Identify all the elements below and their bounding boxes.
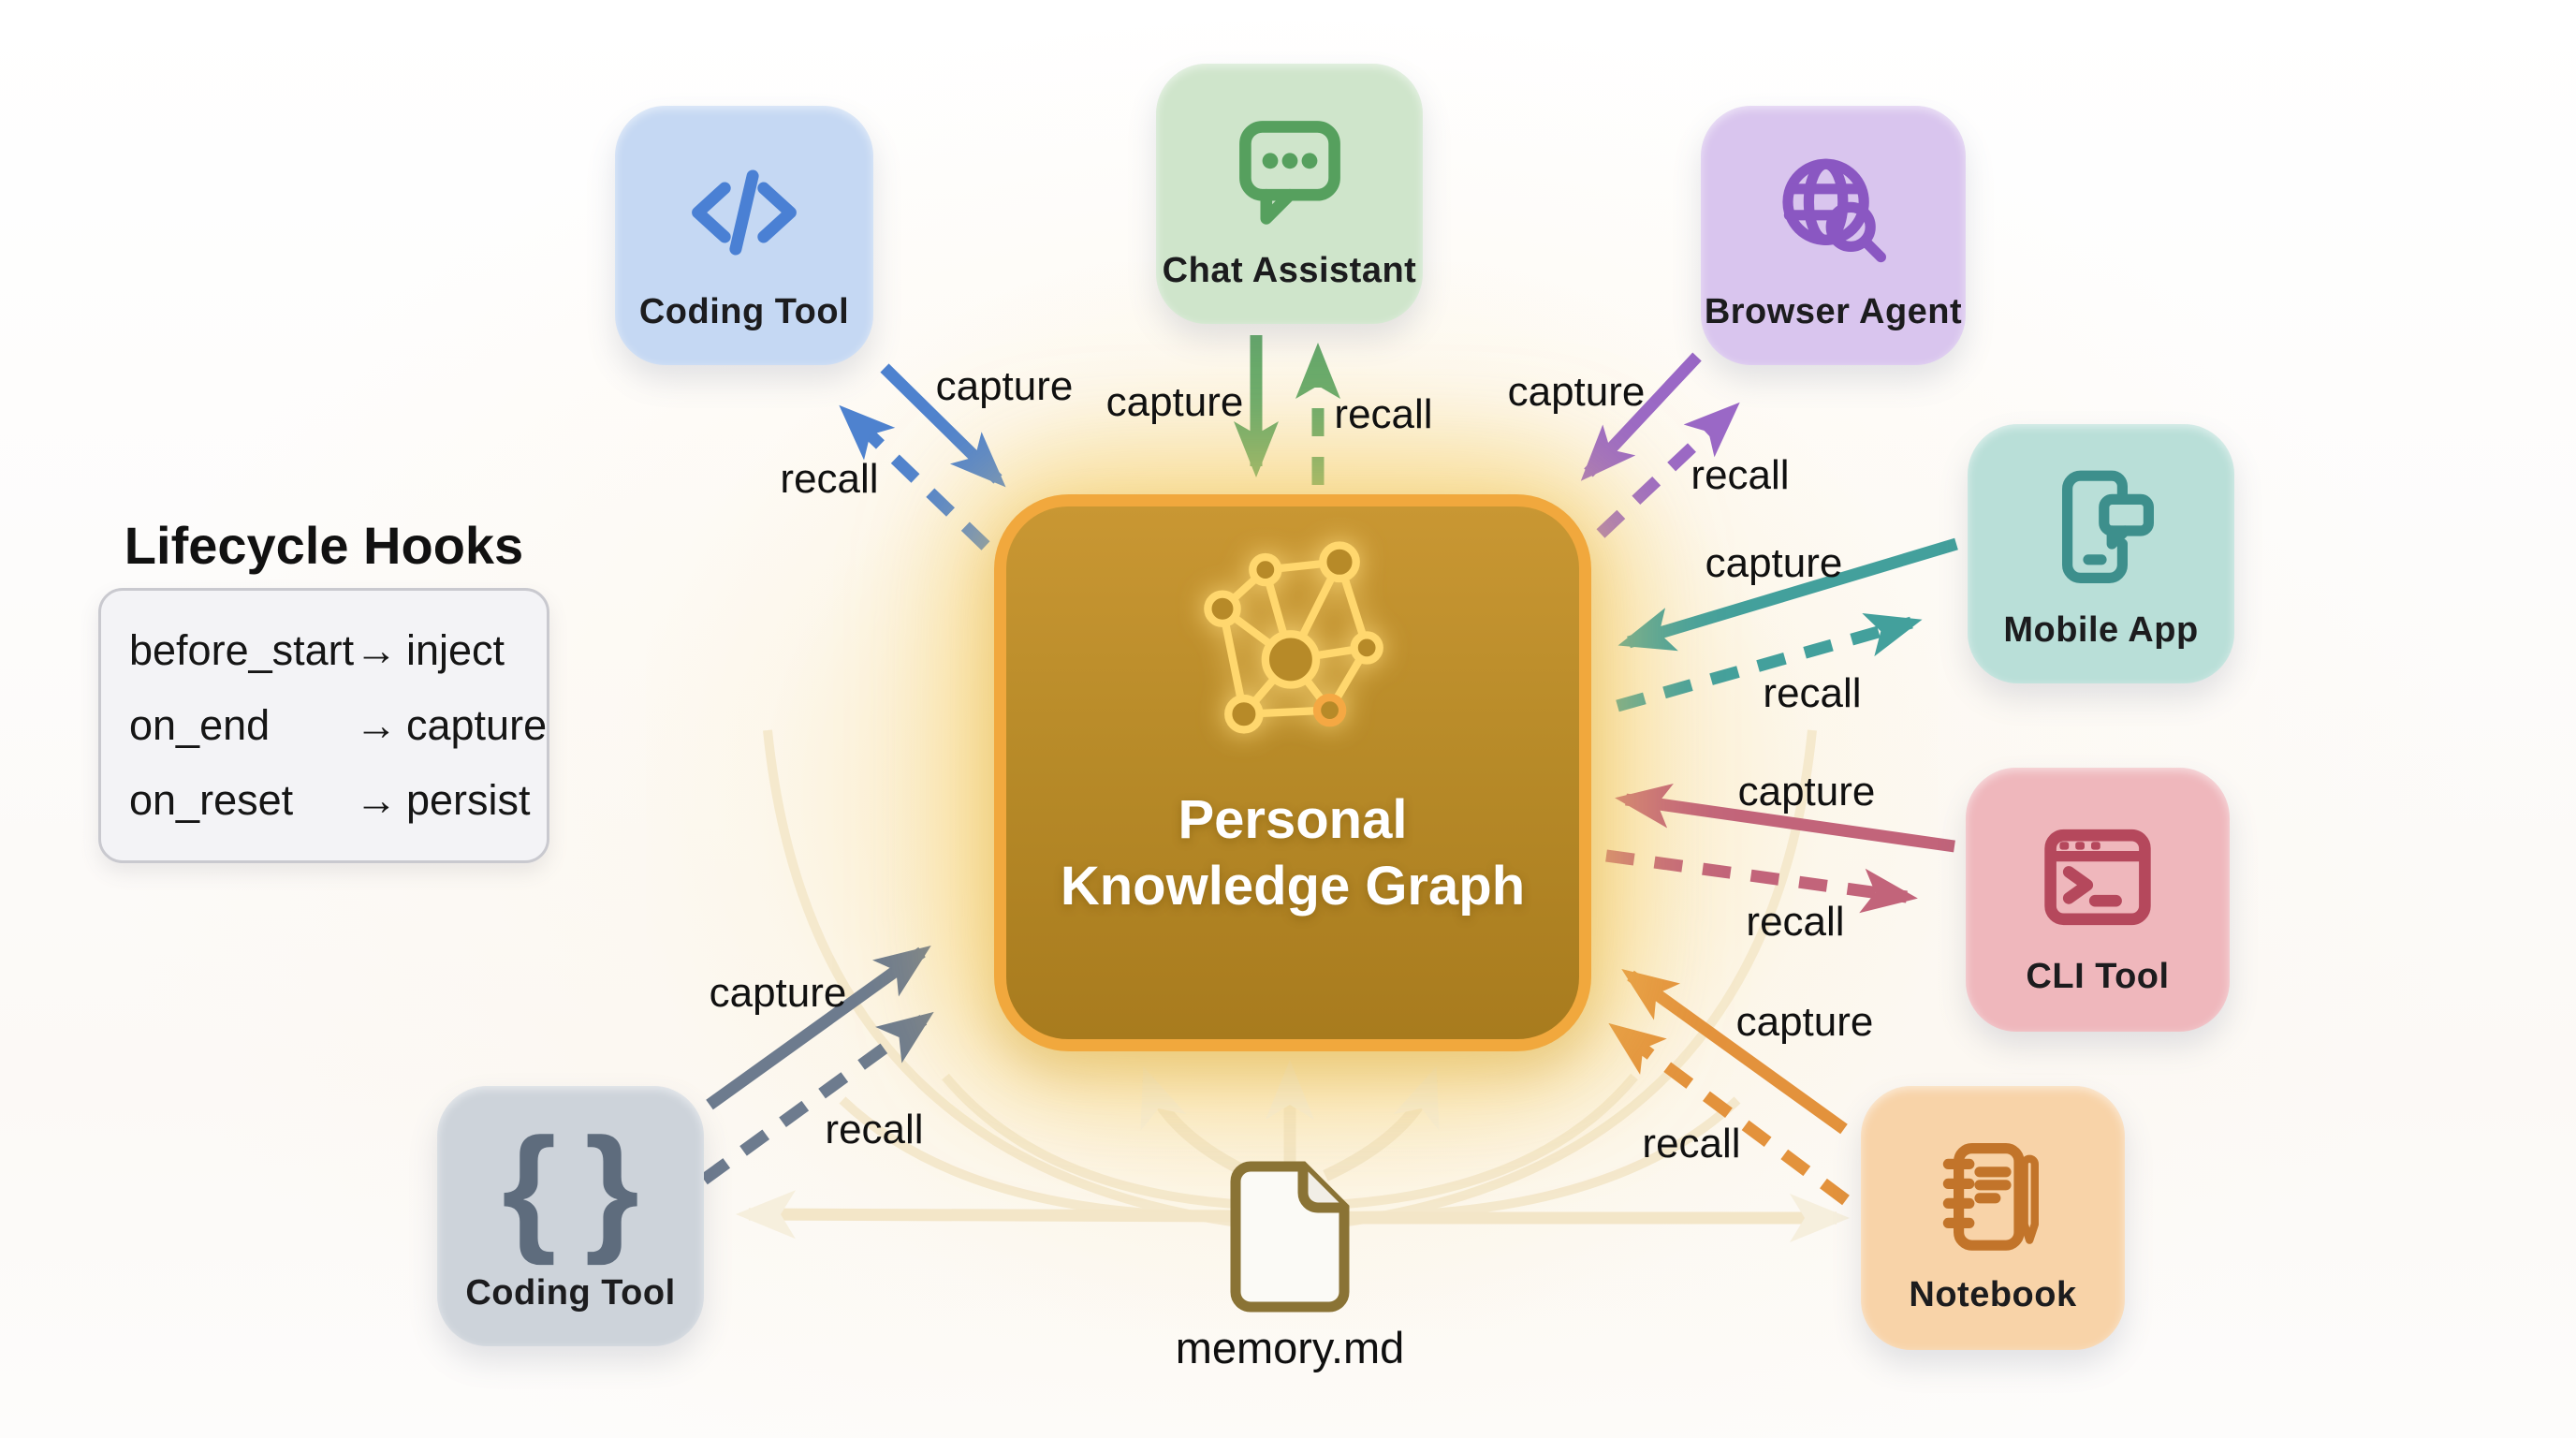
- phone-chat-icon: [2031, 457, 2172, 605]
- lifecycle-hooks-panel: before_start → inject on_end → capture o…: [98, 588, 549, 863]
- hook-name: before_start: [129, 626, 355, 674]
- hook-action: capture: [406, 701, 548, 749]
- connection-coding-tool-top: [839, 363, 1006, 550]
- recall-arrow: [1605, 849, 1918, 914]
- tile-label: Notebook: [1909, 1274, 2077, 1314]
- tile-coding-tool-bottom: { } Coding Tool: [437, 1086, 704, 1346]
- chat-bubble-icon: [1220, 97, 1360, 245]
- connection-browser-agent: [1580, 352, 1740, 538]
- edge-label-recall: recall: [1690, 452, 1790, 498]
- memory-file-label: memory.md: [1175, 1323, 1405, 1372]
- connection-mobile-app: [1616, 537, 1958, 712]
- hook-row: before_start → inject: [129, 626, 519, 675]
- edge-label-recall: recall: [1763, 670, 1862, 716]
- capture-arrow: [1617, 537, 1958, 652]
- recall-arrow: [1596, 402, 1740, 538]
- tile-label: Coding Tool: [638, 292, 850, 331]
- tile-mobile-app: Mobile App: [1968, 424, 2234, 683]
- edge-label-capture: capture: [709, 970, 847, 1016]
- edge-label-capture: capture: [1507, 369, 1646, 415]
- memory-file: [1230, 1161, 1350, 1317]
- recall-arrow: [1616, 612, 1923, 712]
- globe-search-icon: [1764, 139, 1904, 286]
- tile-chat-assistant: Chat Assistant: [1156, 64, 1423, 324]
- connection-cli-tool: [1605, 784, 1955, 914]
- capture-arrow: [1621, 968, 1848, 1135]
- terminal-icon: [2027, 803, 2168, 951]
- document-icon: [1230, 1161, 1350, 1313]
- hook-action: inject: [406, 626, 505, 674]
- hook-row: on_reset → persist: [129, 776, 531, 825]
- tile-label: Chat Assistant: [1162, 250, 1417, 290]
- tile-label: Coding Tool: [465, 1272, 676, 1313]
- capture-arrow: [1580, 352, 1702, 481]
- capture-arrow: [1615, 784, 1955, 853]
- edge-label-recall: recall: [825, 1107, 924, 1152]
- tile-coding-tool-top: Coding Tool: [615, 106, 873, 365]
- edge-label-capture: capture: [1735, 999, 1874, 1045]
- recall-arrow: [700, 1011, 934, 1185]
- connection-coding-tool-bottom: [700, 946, 934, 1185]
- knowledge-graph-icon: [1204, 541, 1383, 734]
- edge-label-capture: capture: [1737, 769, 1876, 814]
- arrow-glyph: →: [355, 776, 398, 824]
- connection-notebook: [1608, 968, 1850, 1206]
- edge-label-capture: capture: [1105, 379, 1244, 425]
- arrow-glyph: →: [355, 626, 398, 674]
- hook-row: on_end → capture: [129, 701, 547, 750]
- connection-chat-assistant: [1234, 335, 1340, 485]
- lifecycle-hooks-title: Lifecycle Hooks: [124, 516, 524, 575]
- edge-label-recall: recall: [780, 456, 879, 502]
- center-title: Personal Knowledge Graph: [1060, 789, 1526, 917]
- edge-label-recall: recall: [1746, 899, 1845, 945]
- capture-arrow: [706, 946, 931, 1110]
- capture-arrow: [880, 363, 1006, 488]
- tile-notebook: Notebook: [1861, 1086, 2125, 1350]
- edge-label-capture: capture: [1705, 540, 1843, 586]
- tile-label: Browser Agent: [1704, 292, 1963, 331]
- notebook-pen-icon: [1923, 1122, 2063, 1269]
- hook-action: persist: [406, 776, 531, 824]
- arrow-glyph: →: [355, 701, 398, 749]
- tile-label: CLI Tool: [2026, 956, 2170, 996]
- edge-label-capture: capture: [935, 363, 1074, 409]
- edge-label-recall: recall: [1334, 391, 1433, 437]
- braces-icon: { }: [502, 1108, 639, 1266]
- hook-name: on_end: [129, 701, 271, 749]
- tile-label: Mobile App: [2003, 610, 2199, 650]
- tile-cli-tool: CLI Tool: [1966, 768, 2230, 1032]
- recall-arrow: [839, 404, 990, 550]
- tile-browser-agent: Browser Agent: [1701, 106, 1966, 365]
- memory-arrows: [736, 1060, 1850, 1242]
- edge-label-recall: recall: [1642, 1121, 1741, 1167]
- hook-name: on_reset: [129, 776, 294, 824]
- personal-knowledge-graph-node: Personal Knowledge Graph: [994, 494, 1591, 1051]
- code-icon: [674, 139, 814, 286]
